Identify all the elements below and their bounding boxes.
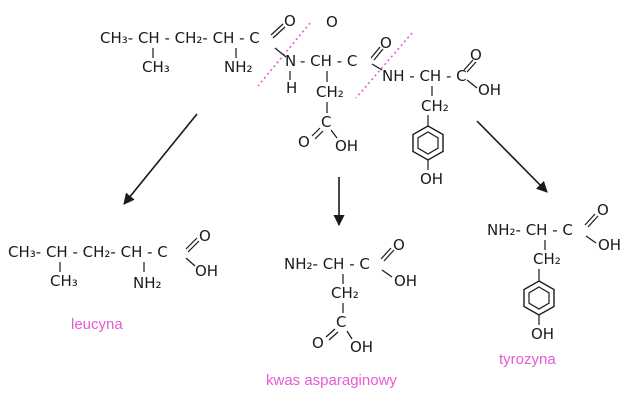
- aspartic-ch2: CH₂: [331, 284, 359, 302]
- stray-o: O: [326, 13, 338, 31]
- benzene-inner-ring: [528, 286, 550, 310]
- bond: [380, 247, 392, 260]
- aspartic-side-c: C: [336, 313, 346, 331]
- bond: [346, 330, 353, 340]
- peptide-bond-cut-1: [257, 22, 311, 87]
- asp-carbonyl-o: O: [380, 34, 392, 52]
- leucine-nh2: NH₂: [133, 274, 162, 292]
- aspartic-name: kwas asparaginowy: [266, 372, 397, 389]
- tyr-backbone: NH - CH - C: [382, 67, 467, 85]
- bond: [587, 215, 599, 228]
- tripeptide-leu-ch3: CH₃: [142, 58, 170, 76]
- asp-c: C: [321, 113, 331, 131]
- tripeptide-leu-nh2: NH₂: [224, 58, 253, 76]
- peptide-bond-cut-2: [355, 32, 413, 99]
- peptide-n: N: [285, 52, 296, 70]
- aspartic-oh: OH: [394, 272, 417, 290]
- bond: [311, 127, 321, 137]
- tyr-ch2: CH₂: [421, 97, 449, 115]
- leucine-chain: CH₃- CH - CH₂- CH - C: [8, 243, 168, 261]
- benzene-inner-ring: [417, 131, 439, 155]
- aspartic-backbone: NH₂- CH - C: [284, 255, 370, 273]
- arrow-to-leucine: [123, 113, 198, 205]
- leucine-ch3: CH₃: [50, 272, 78, 290]
- tripeptide-leu-carbonyl-o: O: [284, 12, 296, 30]
- tyr-oh: OH: [478, 81, 501, 99]
- tripeptide-leu-chain: CH₃- CH - CH₂- CH - C: [100, 29, 260, 47]
- tyr-ring-oh: OH: [420, 170, 443, 188]
- bond: [270, 23, 284, 36]
- aspartic-side-oh: OH: [350, 338, 373, 356]
- bond: [383, 249, 395, 262]
- leucine-oh: OH: [195, 262, 218, 280]
- bond: [381, 269, 393, 278]
- asp-backbone: - CH - C: [300, 52, 357, 70]
- bond: [274, 47, 287, 58]
- leucine: CH₃- CH - CH₂- CH - C O OH CH₃ NH₂ leucy…: [8, 227, 218, 333]
- aspartic-acid: NH₂- CH - C O OH CH₂ C O OH kwas asparag…: [266, 236, 417, 389]
- tyrosine-carbonyl-o: O: [597, 201, 609, 219]
- arrow-to-tyrosine: [476, 120, 548, 193]
- asp-side-oh: OH: [335, 137, 358, 155]
- bond: [185, 237, 198, 250]
- tyrosine-oh: OH: [598, 236, 621, 254]
- aspartic-carbonyl-o: O: [393, 236, 405, 254]
- bond: [466, 79, 478, 89]
- bond: [370, 46, 381, 59]
- bond: [584, 213, 596, 226]
- tyrosine-backbone: NH₂- CH - C: [487, 221, 573, 239]
- tyrosine: NH₂- CH - C O OH CH₂ OH tyrozyna: [487, 201, 621, 368]
- bond: [371, 63, 383, 71]
- bond: [463, 59, 474, 71]
- tyrosine-ch2: CH₂: [533, 250, 561, 268]
- bond: [373, 48, 384, 61]
- bond: [187, 240, 200, 253]
- tyrosine-ring-oh: OH: [531, 325, 554, 343]
- tyr-carbonyl-o: O: [470, 46, 482, 64]
- bond: [585, 235, 597, 244]
- bond: [328, 331, 339, 341]
- bond: [314, 130, 324, 140]
- bond: [325, 328, 336, 338]
- peptide-h: H: [286, 79, 297, 97]
- asp-ch2: CH₂: [316, 83, 344, 101]
- bond: [272, 26, 286, 39]
- asp-side-o: O: [298, 133, 310, 151]
- leucine-name: leucyna: [71, 316, 123, 333]
- bond: [185, 257, 196, 267]
- leucine-carbonyl-o: O: [199, 227, 211, 245]
- bond: [466, 61, 477, 73]
- bond: [330, 129, 338, 139]
- aspartic-side-o: O: [312, 334, 324, 352]
- tripeptide: CH₃- CH - CH₂- CH - C O CH₃ NH₂ O N H - …: [100, 12, 501, 188]
- tyrosine-name: tyrozyna: [499, 351, 556, 368]
